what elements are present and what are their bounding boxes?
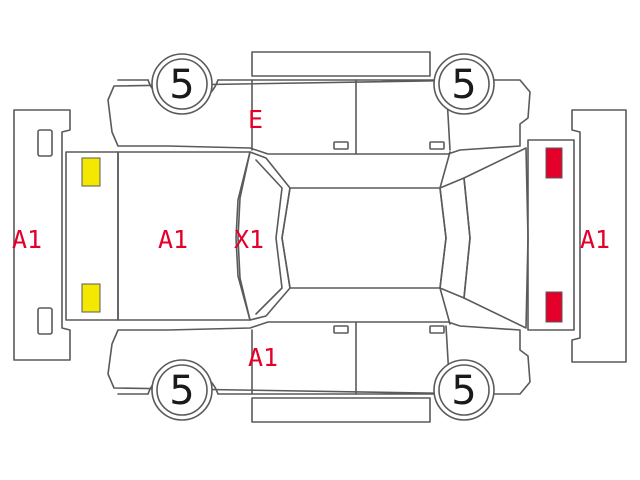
tire-front-right: 5 [151,359,213,421]
tire-rear-right-value: 5 [451,368,476,414]
front-lamp-top [81,157,101,187]
tire-front-left: 5 [151,53,213,115]
mark-windshield: X1 [234,225,264,254]
rear-lamp-bottom [545,291,563,323]
mark-hood: A1 [158,225,188,254]
tire-rear-left-value: 5 [451,62,476,108]
tire-rear-right: 5 [433,359,495,421]
mark-fender-left: E [248,105,263,134]
rear-lamp-top [545,147,563,179]
front-lamp-bottom [81,283,101,313]
top-view-body [65,139,575,331]
mark-rear-bumper: A1 [580,225,610,254]
tire-front-left-value: 5 [169,62,194,108]
mark-front-bumper: A1 [12,225,42,254]
rear-bumper [571,109,627,363]
tire-rear-left: 5 [433,53,495,115]
bottom-side-strip [251,397,431,423]
left-side-view [107,79,531,155]
front-bumper [13,109,71,361]
tire-front-right-value: 5 [169,368,194,414]
mark-fender-right: A1 [248,343,278,372]
top-side-strip [251,51,431,77]
